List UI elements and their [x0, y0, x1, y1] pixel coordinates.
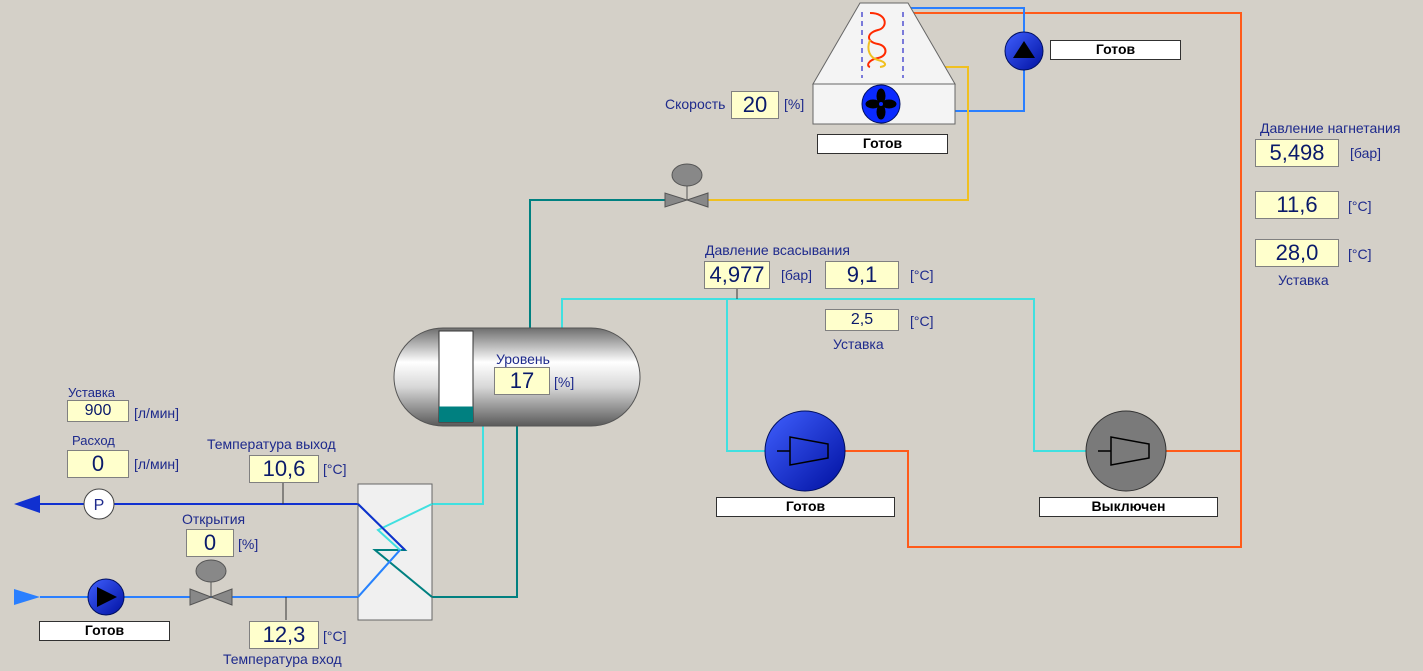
temp-out-label: Температура выход: [207, 436, 336, 452]
suction-setpoint-label: Уставка: [833, 336, 884, 352]
pump-triangle-icon[interactable]: [1004, 31, 1044, 71]
discharge-setpoint-value[interactable]: 28,0: [1255, 239, 1339, 267]
water-outlet-arrow-icon: [14, 495, 40, 513]
level-bar-fill: [439, 406, 473, 422]
level-value[interactable]: 17: [494, 367, 550, 395]
compressor-1-status[interactable]: Готов: [716, 497, 895, 517]
flow-setpoint-unit: [л/мин]: [134, 405, 180, 421]
flow-unit: [л/мин]: [134, 456, 180, 472]
level-label: Уровень: [496, 351, 550, 367]
suction-pressure-value[interactable]: 4,977: [704, 261, 770, 289]
discharge-setpoint-unit: [°C]: [1348, 246, 1372, 262]
flow-meter[interactable]: P: [83, 488, 115, 520]
compressor-2-status[interactable]: Выключен: [1039, 497, 1218, 517]
temp-out-unit: [°C]: [323, 461, 347, 477]
fan-speed-label: Скорость: [665, 96, 726, 112]
suction-pipe-c1: [726, 299, 765, 452]
fan-speed-unit: [%]: [784, 96, 805, 112]
valve-opening-unit: [%]: [238, 536, 259, 552]
flow-setpoint-label: Уставка: [68, 385, 116, 400]
discharge-pressure-unit: [бар]: [1350, 145, 1382, 161]
suction-setpoint-unit: [°C]: [910, 313, 934, 329]
receiver-to-exchanger-pipe: [432, 426, 484, 505]
heat-exchanger[interactable]: [357, 483, 433, 621]
valve-opening-label: Открытия: [182, 511, 246, 527]
exchanger-to-receiver-pipe: [432, 426, 518, 598]
discharge-temperature-unit: [°C]: [1348, 198, 1372, 214]
liquid-to-receiver-pipe: [529, 199, 665, 330]
suction-temperature-unit: [°C]: [910, 267, 934, 283]
fan-speed-value[interactable]: 20: [731, 91, 779, 119]
discharge-pipe: [845, 12, 1242, 548]
water-valve[interactable]: [189, 559, 233, 606]
flow-value[interactable]: 0: [67, 450, 129, 478]
water-pump-status[interactable]: Готов: [39, 621, 170, 641]
condenser-water-return: [955, 68, 1025, 112]
level-unit: [%]: [554, 374, 575, 390]
compressor-1[interactable]: [764, 410, 846, 492]
fan-icon[interactable]: [861, 84, 901, 124]
discharge-temperature-value[interactable]: 11,6: [1255, 191, 1339, 219]
temp-in-value[interactable]: 12,3: [249, 621, 319, 649]
temp-in-label: Температура вход: [223, 651, 342, 667]
expansion-valve[interactable]: [664, 163, 709, 208]
condenser-water-pipe: [888, 7, 1025, 36]
flow-label: Расход: [72, 433, 115, 448]
temp-in-unit: [°C]: [323, 628, 347, 644]
suction-pipe: [561, 298, 1086, 452]
discharge-pressure-value[interactable]: 5,498: [1255, 139, 1339, 167]
discharge-pressure-label: Давление нагнетания: [1260, 120, 1401, 136]
discharge-setpoint-label: Уставка: [1278, 272, 1329, 288]
valve-opening-value[interactable]: 0: [186, 529, 234, 557]
flow-setpoint-value[interactable]: 900: [67, 400, 129, 422]
condenser-status[interactable]: Готов: [817, 134, 948, 154]
water-inlet-arrow-icon: [14, 589, 40, 605]
compressor-2[interactable]: [1085, 410, 1167, 492]
water-pump[interactable]: [87, 578, 125, 616]
suction-pressure-unit: [бар]: [781, 267, 813, 283]
suction-pressure-label: Давление всасывания: [705, 242, 850, 258]
suction-temperature-value[interactable]: 9,1: [825, 261, 899, 289]
suction-setpoint-value[interactable]: 2,5: [825, 309, 899, 331]
flow-meter-symbol: P: [94, 497, 105, 514]
condenser-pump-status[interactable]: Готов: [1050, 40, 1181, 60]
temp-out-value[interactable]: 10,6: [249, 455, 319, 483]
